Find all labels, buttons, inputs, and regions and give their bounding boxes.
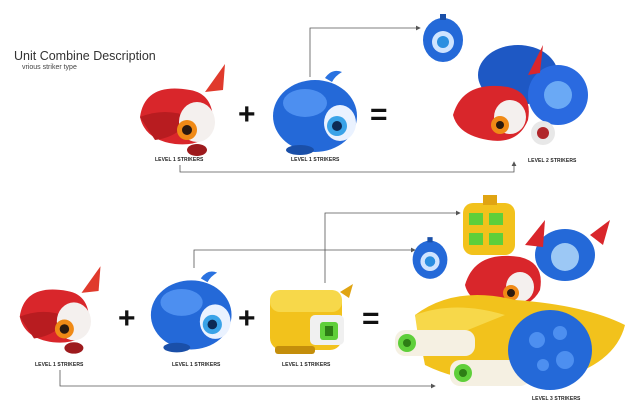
blue-pod-part xyxy=(423,14,463,62)
page-title: Unit Combine Description xyxy=(14,49,156,63)
unit-label: LEVEL 1 STRIKERS xyxy=(155,157,204,163)
plus-operator: + xyxy=(118,302,136,335)
blue-pod-part xyxy=(412,237,448,279)
red-bird-striker xyxy=(19,266,101,354)
plus-operator: + xyxy=(238,98,256,131)
unit-label: LEVEL 3 STRIKERS xyxy=(532,396,581,402)
equals-operator: = xyxy=(362,302,380,335)
red-bird-striker xyxy=(140,64,225,156)
unit-label: LEVEL 1 STRIKERS xyxy=(35,362,84,368)
yellow-box-striker xyxy=(270,284,353,354)
level2-striker xyxy=(453,45,588,145)
page-subtitle: vrious striker type xyxy=(22,64,77,71)
blue-whale-striker xyxy=(150,271,232,353)
blue-whale-striker xyxy=(273,70,357,155)
level3-striker xyxy=(395,220,625,390)
plus-operator: + xyxy=(238,302,256,335)
unit-label: LEVEL 1 STRIKERS xyxy=(172,362,221,368)
unit-label: LEVEL 1 STRIKERS xyxy=(282,362,331,368)
equals-operator: = xyxy=(370,98,388,131)
connector-line xyxy=(324,210,461,283)
unit-label: LEVEL 2 STRIKERS xyxy=(528,158,577,164)
yellow-pod-part xyxy=(463,195,515,255)
connector-line xyxy=(59,370,436,389)
connector-line xyxy=(309,25,421,77)
unit-label: LEVEL 1 STRIKERS xyxy=(291,157,340,163)
connector-line xyxy=(179,161,517,173)
connector-line xyxy=(193,247,416,268)
